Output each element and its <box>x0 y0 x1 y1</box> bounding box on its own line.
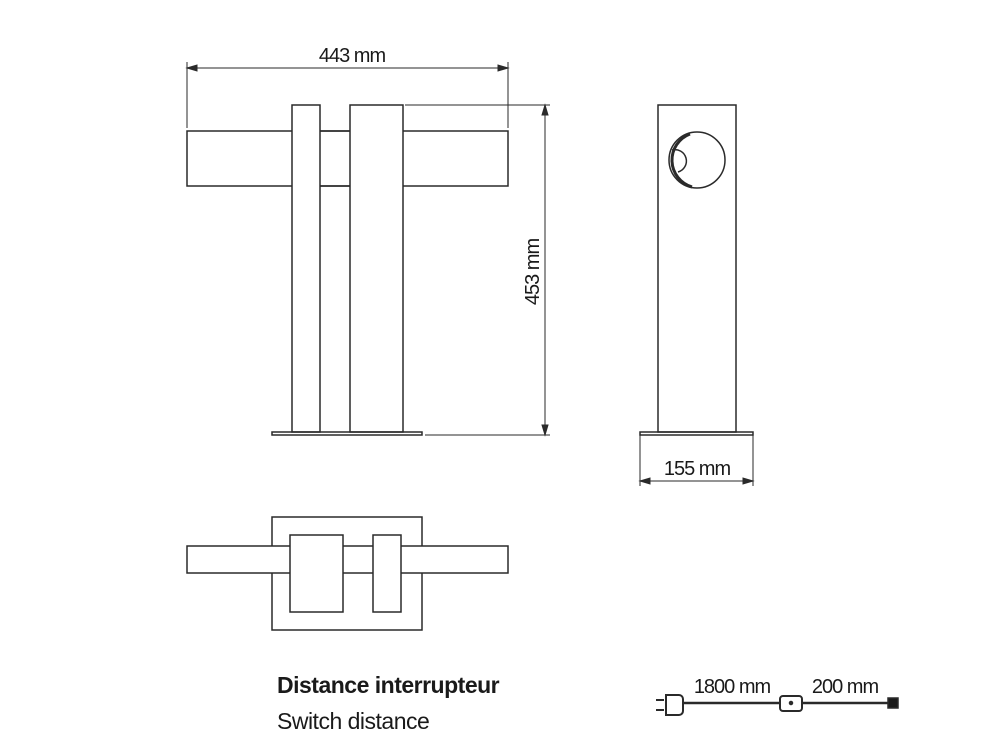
switch-distance-length-label: 200 mm <box>812 676 879 698</box>
top-view <box>186 516 509 631</box>
depth-label: 155 mm <box>664 458 731 480</box>
side-view <box>639 104 754 436</box>
width-dimension-line <box>185 62 510 128</box>
legend-subtitle: Switch distance <box>277 708 430 734</box>
legend-title: Distance interrupteur <box>277 672 500 698</box>
lamp-terminal-icon <box>887 697 899 709</box>
depth-dimension-line <box>638 435 755 486</box>
cable-diagram <box>656 694 899 716</box>
width-label: 443 mm <box>319 45 386 67</box>
cable-length-label: 1800 mm <box>694 676 771 698</box>
height-dimension-line <box>405 103 550 437</box>
plug-icon <box>656 694 684 716</box>
front-view <box>186 104 509 436</box>
height-label: 453 mm <box>522 239 544 306</box>
switch-icon <box>779 695 803 712</box>
